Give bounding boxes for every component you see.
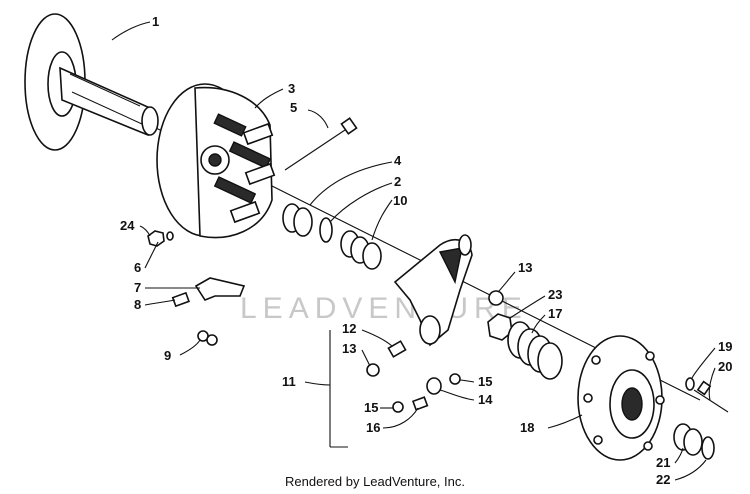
part-4-bushing[interactable] bbox=[282, 203, 313, 237]
callout-24: 24 bbox=[120, 218, 135, 233]
callout-22: 22 bbox=[656, 472, 670, 487]
part-24-nut[interactable] bbox=[147, 230, 165, 247]
part-12-pin[interactable] bbox=[387, 340, 407, 358]
callout-3: 3 bbox=[288, 81, 295, 96]
callout-6: 6 bbox=[134, 260, 141, 275]
callout-13-lower: 13 bbox=[342, 341, 356, 356]
part-24-washer[interactable] bbox=[166, 231, 174, 241]
part-1-sheave[interactable] bbox=[24, 13, 159, 151]
callout-1: 1 bbox=[152, 14, 159, 29]
part-13-roller-lower[interactable] bbox=[366, 363, 380, 377]
part-7-weight-arm[interactable] bbox=[194, 277, 246, 301]
callout-2: 2 bbox=[394, 174, 401, 189]
callout-20: 20 bbox=[718, 359, 732, 374]
callout-4: 4 bbox=[394, 153, 402, 168]
callout-19: 19 bbox=[718, 339, 732, 354]
part-19-washer[interactable] bbox=[685, 377, 695, 391]
part-17-spring[interactable] bbox=[507, 321, 563, 380]
part-15-washer-lower[interactable] bbox=[392, 401, 404, 413]
callout-15-left: 15 bbox=[364, 400, 378, 415]
callout-23: 23 bbox=[548, 287, 562, 302]
part-3-housing[interactable] bbox=[156, 83, 276, 239]
watermark-text: LEADVENTURE bbox=[240, 292, 528, 325]
part-21-bearing[interactable] bbox=[673, 423, 703, 456]
part-9-washers[interactable] bbox=[197, 330, 218, 346]
part-22-snap-ring[interactable] bbox=[701, 436, 715, 460]
callout-7: 7 bbox=[134, 280, 141, 295]
part-14-roller[interactable] bbox=[426, 377, 442, 395]
callout-21: 21 bbox=[656, 455, 670, 470]
callout-17: 17 bbox=[548, 306, 562, 321]
callout-5: 5 bbox=[290, 100, 297, 115]
leader-lines bbox=[111, 21, 716, 481]
part-15-washer-upper[interactable] bbox=[449, 373, 461, 385]
callout-13-upper: 13 bbox=[518, 260, 532, 275]
part-10-washers[interactable] bbox=[340, 230, 382, 270]
part-11-arm-assembly[interactable] bbox=[393, 234, 473, 347]
callout-9: 9 bbox=[164, 348, 171, 363]
callout-12: 12 bbox=[342, 321, 356, 336]
part-18-cover[interactable] bbox=[577, 335, 665, 461]
part-8-pin[interactable] bbox=[171, 291, 190, 308]
callout-11: 11 bbox=[282, 374, 296, 389]
callout-18: 18 bbox=[520, 420, 534, 435]
part-2-snap-ring[interactable] bbox=[319, 217, 333, 243]
credit-text: Rendered by LeadVenture, Inc. bbox=[285, 474, 465, 489]
callout-14: 14 bbox=[478, 392, 493, 407]
callout-8: 8 bbox=[134, 297, 141, 312]
part-16-pin[interactable] bbox=[411, 396, 429, 411]
part-20-bolt[interactable] bbox=[693, 380, 729, 413]
callout-numbers: 1 3 5 4 2 10 24 6 7 8 9 11 12 13 13 23 1… bbox=[120, 14, 732, 487]
part-5-bolt[interactable] bbox=[284, 117, 358, 171]
callout-16: 16 bbox=[366, 420, 380, 435]
callout-15-right: 15 bbox=[478, 374, 492, 389]
part-13-roller-upper[interactable] bbox=[488, 290, 504, 306]
callout-10: 10 bbox=[393, 193, 407, 208]
